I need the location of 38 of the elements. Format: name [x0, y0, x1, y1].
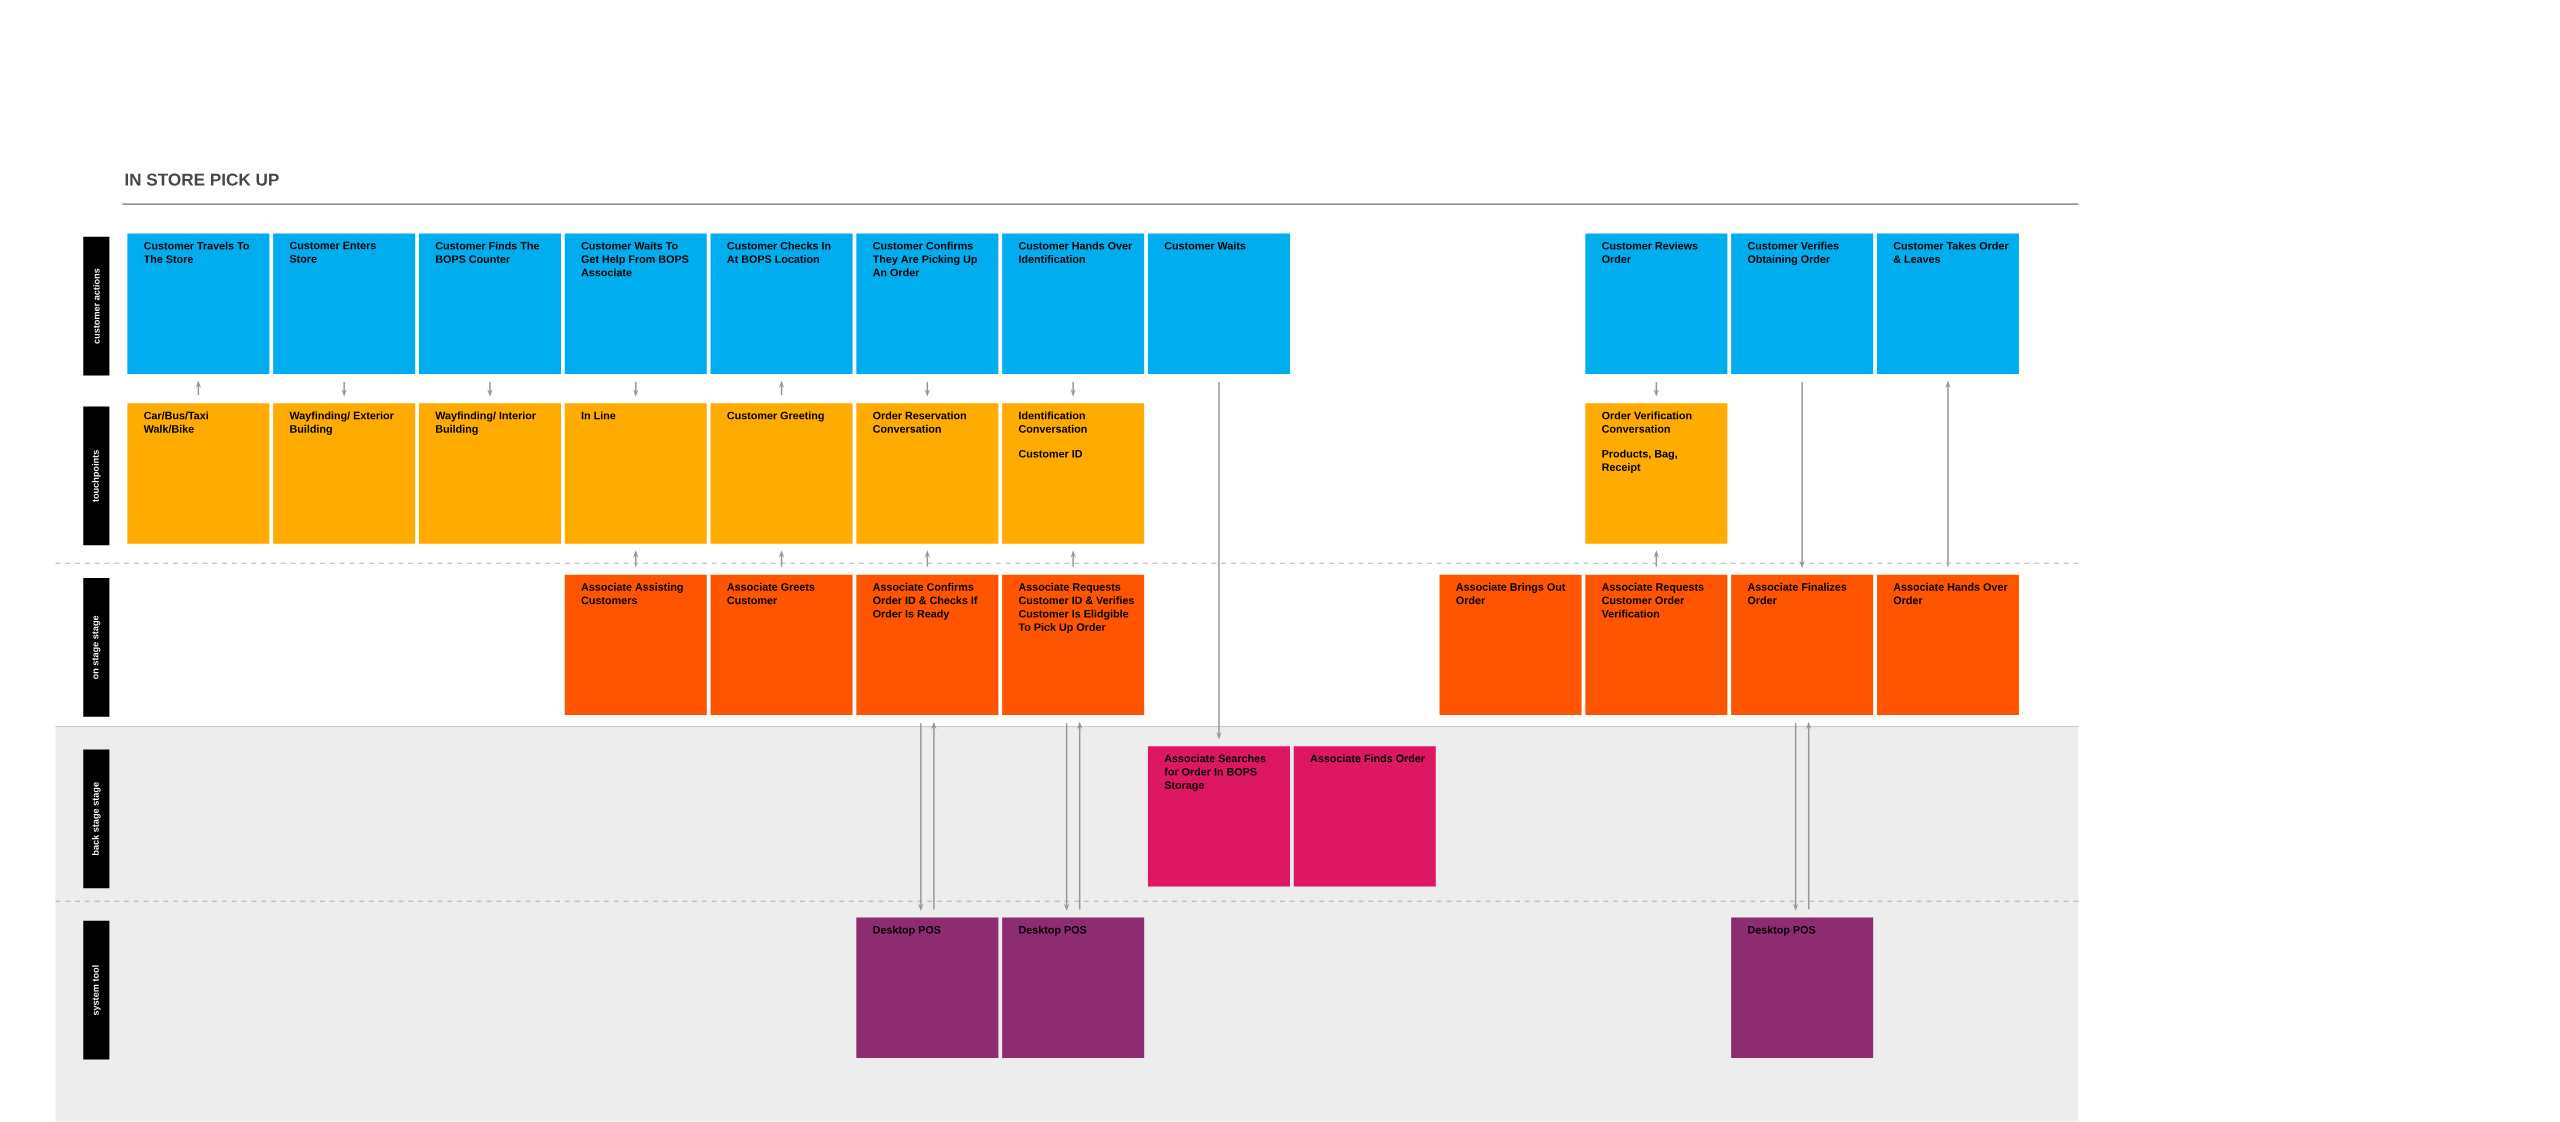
customer-action-box: Customer Waits To Get Help From BOPS Associate — [564, 233, 707, 375]
customer-action-box: Customer Verifies Obtaining Order — [1731, 233, 1874, 375]
on-stage-box: Associate Greets Customer — [710, 574, 853, 716]
back-stage-box: Associate Finds Order — [1293, 746, 1436, 887]
customer-action-box: Customer Finds The BOPS Counter — [418, 233, 561, 375]
customer-action-box: Customer Reviews Order — [1585, 233, 1728, 375]
touchpoint-box: Wayfinding/ Interior Building — [418, 403, 561, 544]
touchpoint-box: Car/Bus/Taxi Walk/Bike — [127, 403, 270, 544]
touchpoint-box: Identification Conversation Customer ID — [1002, 403, 1145, 544]
customer-action-box: Customer Confirms They Are Picking Up An Order — [856, 233, 999, 375]
customer-action-box: Customer Enters Store — [273, 233, 416, 375]
lane-label: back stage stage — [83, 749, 110, 889]
on-stage-box: Associate Requests Customer Order Verification — [1585, 574, 1728, 716]
customer-action-box: Customer Waits — [1147, 233, 1290, 375]
touchpoint-box: Customer Greeting — [710, 403, 853, 544]
touchpoint-box: In Line — [564, 403, 707, 544]
lane-label: system tool — [83, 921, 110, 1060]
system-tool-box: Desktop POS — [1002, 917, 1145, 1059]
customer-action-box: Customer Hands Over Identification — [1002, 233, 1145, 375]
system-tool-box: Desktop POS — [856, 917, 999, 1059]
on-stage-box: Associate Hands Over Order — [1876, 574, 2019, 716]
title: IN STORE PICK UP — [125, 173, 279, 186]
on-stage-box: Associate Requests Customer ID & Verifies Customer Is Elidgible To Pick Up Order — [1002, 574, 1145, 716]
touchpoint-box: Order Verification Conversation Products, Bag, Receipt — [1585, 403, 1728, 544]
on-stage-box: Associate Confirms Order ID & Checks If Order Is Ready — [856, 574, 999, 716]
back-stage-box: Associate Searches for Order In BOPS Storage — [1147, 746, 1290, 887]
touchpoint-box: Order Reservation Conversation — [856, 403, 999, 544]
system-tool-box: Desktop POS — [1731, 917, 1874, 1059]
lane-label: on stage stage — [83, 578, 110, 717]
on-stage-box: Associate Assisting Customers — [564, 574, 707, 716]
customer-action-box: Customer Checks In At BOPS Location — [710, 233, 853, 375]
lane-label: customer actions — [83, 236, 110, 376]
customer-action-box: Customer Takes Order & Leaves — [1876, 233, 2019, 375]
on-stage-box: Associate Finalizes Order — [1731, 574, 1874, 716]
on-stage-box: Associate Brings Out Order — [1439, 574, 1582, 716]
lane-label: touchpoints — [83, 406, 110, 546]
touchpoint-box: Wayfinding/ Exterior Building — [273, 403, 416, 544]
customer-action-box: Customer Travels To The Store — [127, 233, 270, 375]
